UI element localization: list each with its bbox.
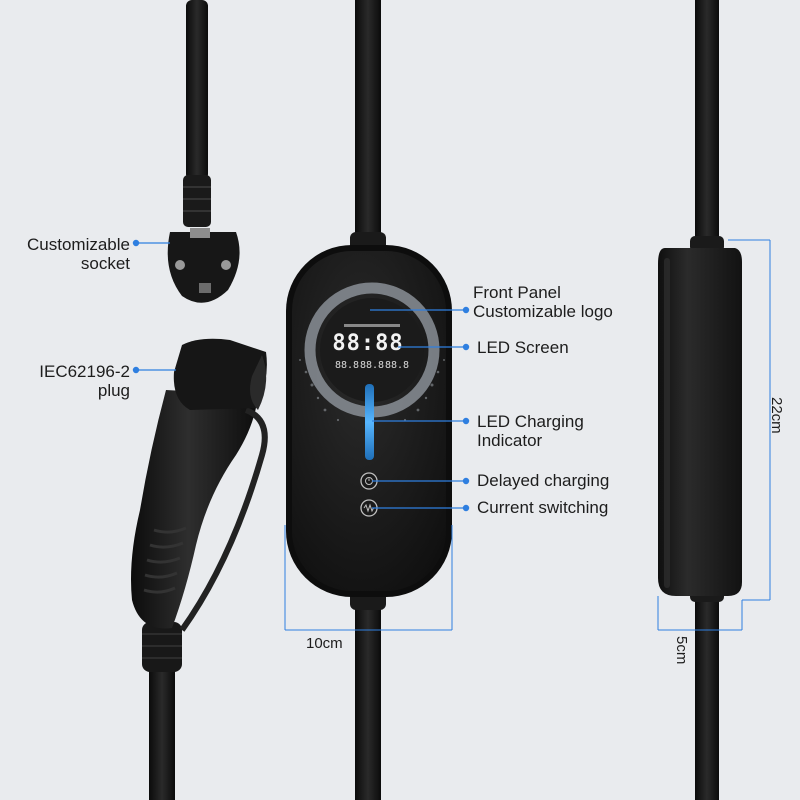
dimension-height: 22cm: [768, 397, 785, 434]
display-sub-digits-2: 88.8: [360, 360, 384, 371]
label-front-panel: Front Panel Customizable logo: [473, 283, 613, 321]
schuko-socket: [167, 228, 240, 303]
type2-plug: [131, 338, 268, 800]
current-switching-button[interactable]: [360, 499, 378, 517]
label-type2-plug: IEC62196-2 plug: [39, 362, 130, 400]
display-sub-digits-3: 88.8: [385, 360, 409, 371]
label-current-switching: Current switching: [477, 498, 609, 517]
label-customizable-socket: Customizable socket: [27, 235, 130, 273]
dimension-depth: 5cm: [673, 636, 690, 665]
charger-side: [658, 0, 742, 800]
dimension-width: 10cm: [306, 635, 343, 652]
label-delayed-charging: Delayed charging: [477, 471, 610, 490]
display-sub-digits-1: 88.8: [335, 360, 359, 371]
label-led-screen: LED Screen: [477, 338, 569, 357]
display-main-digits: 88:88: [332, 331, 403, 356]
dimension-lines: [284, 239, 771, 631]
display-status-bar: [344, 324, 400, 327]
current-wave-icon: [363, 503, 374, 513]
socket-cable: [183, 0, 211, 227]
label-led-indicator: LED Charging Indicator: [477, 412, 584, 450]
led-charging-indicator: [365, 384, 374, 460]
callout-lines: [132, 239, 470, 512]
